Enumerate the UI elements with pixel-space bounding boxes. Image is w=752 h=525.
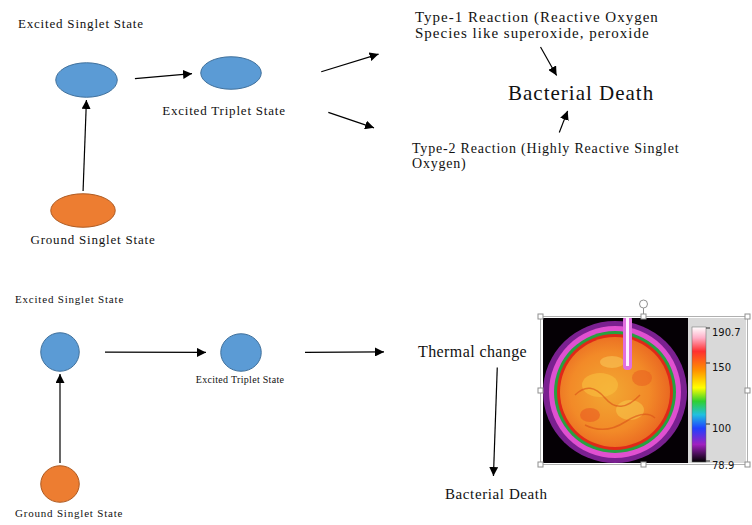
arrow-connector bbox=[328, 112, 374, 127]
excited-singlet-state-node: Excited Singlet State bbox=[40, 332, 80, 372]
state-ellipse bbox=[40, 332, 80, 372]
bacterial-death-node: Bacterial Death bbox=[443, 484, 550, 505]
ground-singlet-state-node: Ground Singlet State bbox=[50, 193, 116, 228]
tick bbox=[706, 363, 710, 364]
colorbar-panel bbox=[688, 318, 746, 463]
handle bbox=[538, 314, 543, 319]
bacterial-death-node: Bacterial Death bbox=[506, 79, 656, 107]
probe bbox=[623, 318, 632, 370]
green-ring bbox=[554, 331, 676, 453]
scale-label-holder: 78.9 bbox=[712, 455, 734, 473]
arrow-connector bbox=[541, 47, 557, 76]
state-label: Ground Singlet State bbox=[15, 507, 123, 520]
scale-value: 150 bbox=[712, 362, 731, 373]
excited-singlet-state-node: Excited Singlet State bbox=[55, 62, 118, 98]
texture-line bbox=[575, 388, 640, 406]
arrow-connector bbox=[559, 111, 567, 133]
state-label: Excited Singlet State bbox=[15, 293, 124, 306]
state-ellipse bbox=[200, 56, 262, 90]
type1-reaction-node: Type-1 Reaction (Reactive Oxygen Species… bbox=[413, 8, 705, 44]
state-ellipse-shape bbox=[221, 334, 262, 372]
type1-reaction-text: Type-1 Reaction (Reactive Oxygen Species… bbox=[415, 10, 703, 42]
handle bbox=[745, 388, 750, 393]
petri-dish-thermal bbox=[543, 318, 687, 463]
red-ring bbox=[557, 334, 673, 450]
ground-singlet-state-node: Ground Singlet State bbox=[40, 465, 80, 503]
arrow-connector bbox=[321, 54, 378, 72]
scale-label-holder: 150 bbox=[712, 357, 731, 375]
scale-value: 190.7 bbox=[712, 327, 741, 338]
colorbar bbox=[692, 327, 706, 462]
handle bbox=[641, 314, 646, 319]
thermal-change-node: Thermal change bbox=[416, 341, 529, 363]
scale-value: 100 bbox=[712, 423, 731, 434]
state-ellipse-shape bbox=[41, 466, 80, 503]
state-label: Excited Triplet State bbox=[162, 104, 286, 119]
arrow-connector bbox=[135, 74, 192, 79]
state-ellipse bbox=[50, 193, 116, 228]
state-label: Ground Singlet State bbox=[30, 233, 155, 248]
rotate-handle bbox=[640, 300, 648, 308]
thermal-change-text: Thermal change bbox=[418, 343, 527, 361]
warm-spot bbox=[632, 370, 652, 386]
state-label: Excited Singlet State bbox=[18, 17, 144, 32]
tick bbox=[706, 424, 710, 425]
arrow-connector bbox=[83, 100, 86, 191]
excited-triplet-state-node: Excited Triplet State bbox=[200, 56, 262, 90]
state-ellipse-shape bbox=[51, 194, 116, 228]
type2-reaction-text: Type-2 Reaction (Highly Reactive Singlet… bbox=[412, 142, 713, 171]
handle bbox=[745, 314, 750, 319]
handle bbox=[538, 388, 543, 393]
scale-label-holder: 190.7 bbox=[712, 322, 741, 340]
tick bbox=[706, 461, 710, 462]
dish-interior bbox=[560, 337, 670, 447]
state-ellipse bbox=[55, 62, 118, 98]
handle bbox=[538, 462, 543, 467]
bacterial-death-text: Bacterial Death bbox=[508, 81, 654, 105]
state-ellipse bbox=[40, 465, 80, 503]
thermal-background bbox=[543, 318, 688, 463]
bacterial-death-text: Bacterial Death bbox=[445, 486, 548, 503]
type2-reaction-node: Type-2 Reaction (Highly Reactive Singlet… bbox=[410, 140, 715, 173]
state-ellipse-shape bbox=[201, 57, 262, 90]
arrow-connector bbox=[105, 351, 206, 353]
selection-handles bbox=[538, 300, 750, 467]
image-frame bbox=[541, 317, 748, 465]
colorbar-ticks bbox=[706, 328, 710, 461]
outer-haze bbox=[543, 321, 687, 463]
scale-value: 78.9 bbox=[712, 460, 734, 471]
handle bbox=[641, 462, 646, 467]
tick bbox=[706, 328, 710, 329]
arrow-connector bbox=[305, 351, 384, 353]
scale-label-holder: 100 bbox=[712, 418, 731, 436]
warm-spot bbox=[580, 408, 600, 422]
handle bbox=[745, 462, 750, 467]
hot-spot bbox=[600, 356, 624, 368]
state-ellipse-shape bbox=[56, 63, 118, 98]
magenta-ring bbox=[549, 326, 681, 458]
texture-line bbox=[585, 414, 655, 429]
probe-core bbox=[626, 318, 629, 366]
arrow-connector bbox=[59, 374, 60, 463]
state-ellipse bbox=[220, 333, 262, 372]
state-ellipse-shape bbox=[41, 333, 80, 372]
excited-triplet-state-node: Excited Triplet State bbox=[220, 333, 262, 372]
state-label: Excited Triplet State bbox=[196, 374, 285, 386]
arrow-connector bbox=[493, 368, 497, 476]
